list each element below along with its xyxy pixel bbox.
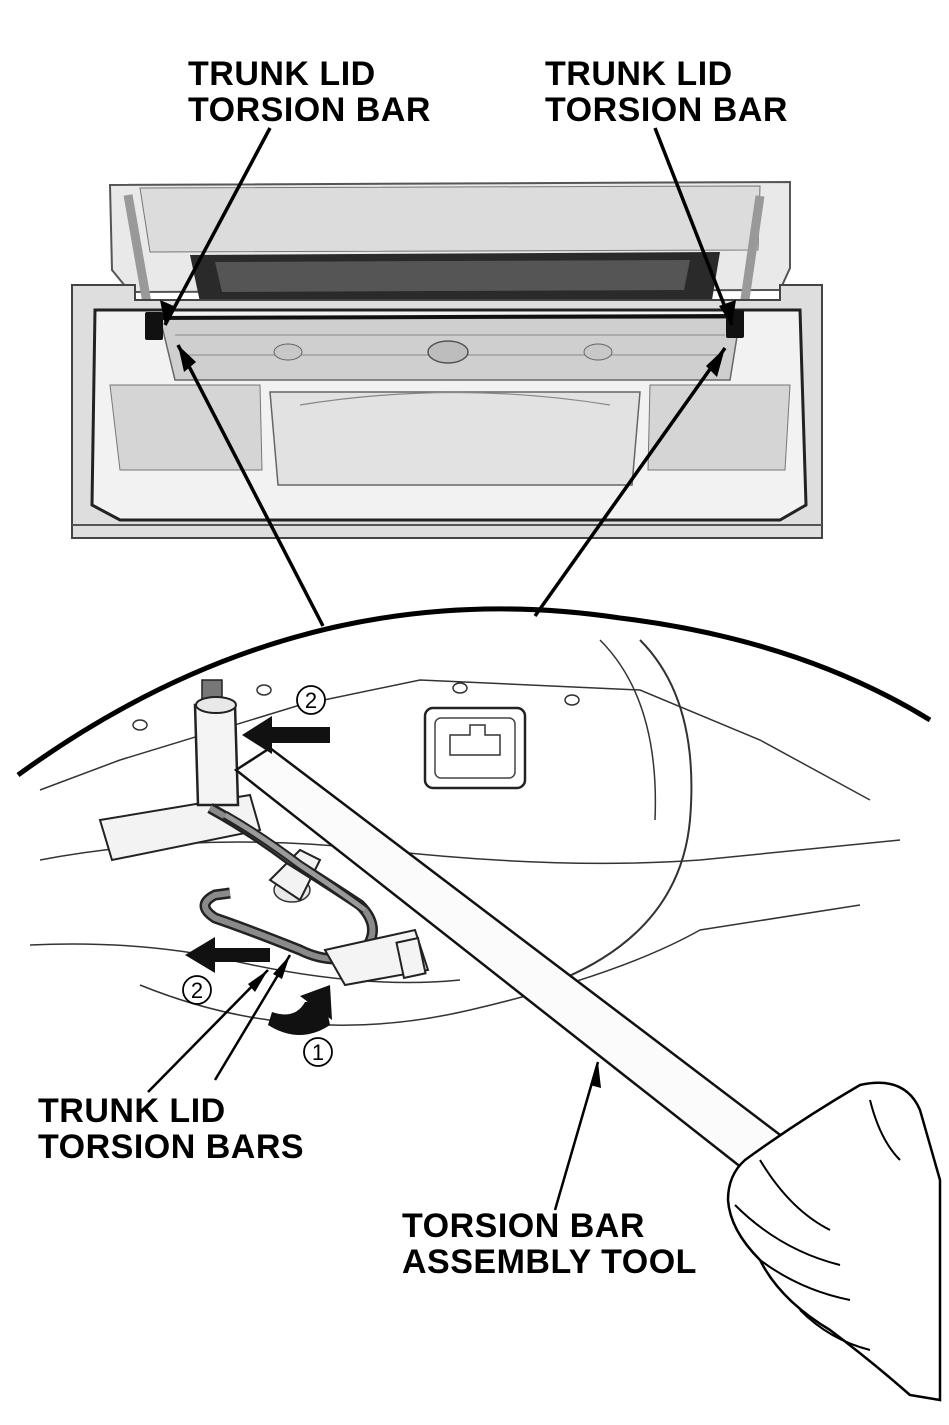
callout-bottom-right: TORSION BAR ASSEMBLY TOOL (402, 1208, 697, 1280)
arrow-left-icon (185, 937, 270, 973)
leader-line-torsion-bars-1 (147, 969, 269, 1093)
step-2-lower-circle (182, 975, 212, 1005)
callout-bottom-left-line1: TRUNK LID (38, 1092, 226, 1130)
leader-line-tool (553, 1061, 600, 1211)
callout-top-right-line1: TRUNK LID (545, 55, 733, 93)
callout-top-right-line2: TORSION BAR (545, 91, 788, 129)
step-markers: 2 2 1 (182, 685, 333, 1067)
step-2-upper-circle (296, 685, 326, 715)
callout-bottom-right-line2: ASSEMBLY TOOL (402, 1243, 697, 1281)
step-1-circle (303, 1037, 333, 1067)
callout-top-left-line2: TORSION BAR (188, 91, 431, 129)
action-arrows (185, 716, 332, 1035)
leader-line-magnify-left (176, 344, 325, 627)
callout-bottom-left: TRUNK LID TORSION BARS (38, 1093, 304, 1165)
leader-lines (147, 127, 736, 1211)
callout-bottom-left-line2: TORSION BARS (38, 1128, 305, 1166)
car-rear-view (71, 180, 823, 539)
leader-line-top-left (163, 127, 272, 326)
arrow-left-icon (242, 716, 330, 754)
leader-line-top-right (653, 127, 734, 326)
callout-bottom-right-line1: TORSION BAR (402, 1207, 645, 1245)
curved-arrow-icon (268, 1000, 330, 1035)
step-2-lower-number: 2 (191, 978, 203, 1003)
step-2-upper-number: 2 (305, 688, 317, 713)
callout-top-left: TRUNK LID TORSION BAR (188, 56, 431, 128)
callout-top-left-line1: TRUNK LID (188, 55, 376, 93)
magnified-detail-view (16, 606, 942, 1402)
step-1-number: 1 (312, 1040, 324, 1065)
leader-line-magnify-right (533, 346, 727, 618)
callout-top-right: TRUNK LID TORSION BAR (545, 56, 788, 128)
